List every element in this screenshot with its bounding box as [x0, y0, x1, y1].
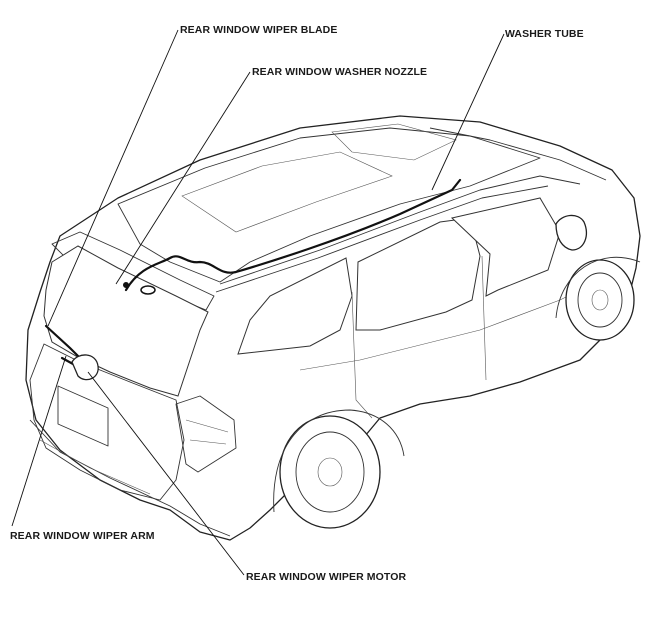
label-rear-window-washer-nozzle: REAR WINDOW WASHER NOZZLE: [252, 66, 428, 78]
wiper-motor: [71, 354, 99, 381]
label-rear-window-wiper-blade: REAR WINDOW WIPER BLADE: [180, 24, 338, 36]
label-washer-tube: WASHER TUBE: [505, 28, 584, 40]
leader-lines: [11, 29, 505, 576]
label-rear-window-wiper-arm: REAR WINDOW WIPER ARM: [10, 530, 155, 542]
vehicle-outline: [25, 115, 641, 541]
washer-nozzle: [123, 282, 129, 288]
washer-system: [44, 178, 462, 381]
washer-tube: [124, 178, 462, 292]
high-mount-light: [140, 285, 156, 295]
label-rear-window-wiper-motor: REAR WINDOW WIPER MOTOR: [246, 571, 407, 583]
